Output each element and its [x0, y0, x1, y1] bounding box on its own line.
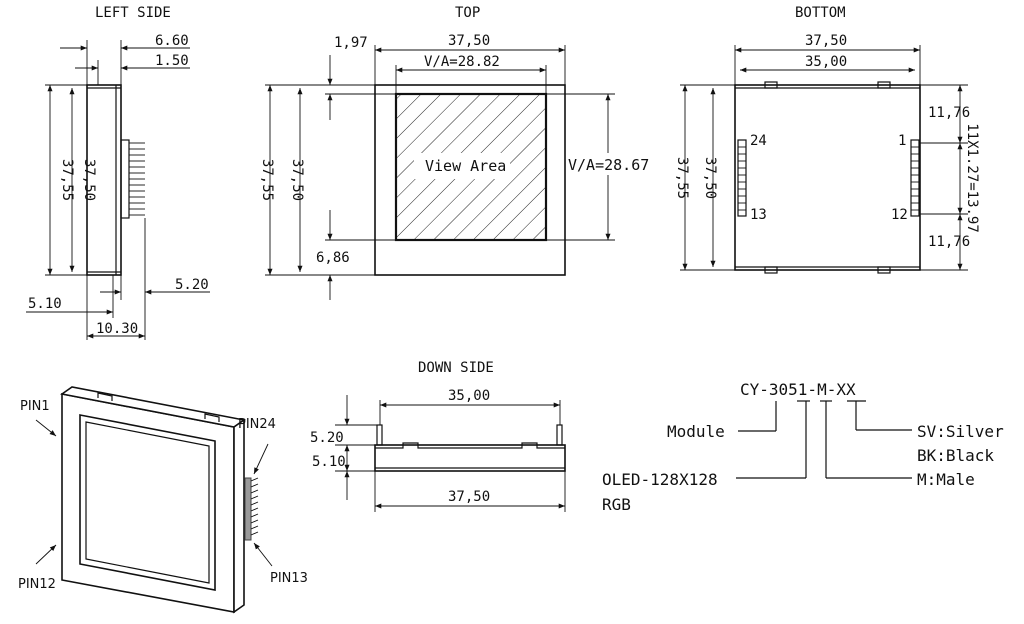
iso-pin12-label: PIN12 — [18, 577, 56, 592]
left-side-body — [86, 84, 122, 276]
bottom-dim-11-76-bottom: 11,76 — [928, 234, 970, 250]
down-side-body — [374, 444, 566, 472]
part-sv-label: SV:Silver — [917, 422, 1004, 441]
bottom-pin-13: 13 — [750, 207, 767, 223]
bottom-pin-1: 1 — [898, 133, 906, 149]
down-side-view: DOWN SIDE 35,00 37,50 5.20 5.10 — [310, 360, 566, 512]
iso-pin1-label: PIN1 — [20, 399, 50, 414]
down-side-pin-left — [376, 424, 383, 446]
iso-view: PIN1 PIN12 PIN24 PIN13 — [18, 386, 308, 614]
left-dim-37-50: 37,50 — [81, 159, 97, 201]
top-dim-37-50: 37,50 — [448, 33, 490, 49]
iso-pins — [244, 477, 259, 541]
bottom-dim-pitch: 11X1.27=13.97 — [964, 123, 980, 233]
iso-pin13-label: PIN13 — [270, 571, 308, 586]
bottom-pin-marks — [738, 146, 919, 211]
down-side-title: DOWN SIDE — [418, 360, 494, 376]
iso-pin24-label: PIN24 — [238, 417, 276, 432]
top-title: TOP — [455, 5, 480, 21]
bottom-pin-24: 24 — [750, 133, 767, 149]
bottom-dim-35-00: 35,00 — [805, 54, 847, 70]
bottom-connector-right — [910, 139, 920, 217]
bottom-connector-left — [737, 139, 747, 217]
top-dim-37-55: 37,55 — [259, 159, 275, 201]
down-dim-5-10: 5.10 — [312, 454, 346, 470]
bottom-dim-37-55: 37,55 — [674, 157, 690, 199]
left-side-connector — [120, 139, 130, 219]
iso-screen — [79, 414, 216, 591]
bottom-pin-12: 12 — [891, 207, 908, 223]
bottom-view: BOTTOM 24 13 1 12 37,50 — [674, 5, 980, 274]
down-dim-37-50: 37,50 — [448, 489, 490, 505]
left-dim-5-20: 5.20 — [175, 277, 209, 293]
down-dim-5-20: 5.20 — [310, 430, 344, 446]
top-dim-va-height: V/A=28.67 — [568, 156, 649, 174]
part-bk-label: BK:Black — [917, 446, 994, 465]
top-dim-va-width: V/A=28.82 — [424, 54, 500, 70]
left-dim-5-10: 5.10 — [28, 296, 62, 312]
left-side-pins — [129, 142, 145, 216]
view-area-label: View Area — [425, 157, 506, 175]
top-view: TOP View Area 37,50 V/A=28.82 V/A=28.67 … — [259, 5, 658, 300]
top-dim-37-50: 37,50 — [289, 159, 305, 201]
left-dim-37-55: 37,55 — [59, 159, 75, 201]
left-side-title: LEFT SIDE — [95, 5, 171, 21]
bottom-dim-37-50: 37,50 — [702, 157, 718, 199]
left-dim-1-50: 1.50 — [155, 53, 189, 69]
left-dim-10-30: 10.30 — [96, 321, 138, 337]
down-side-pin-right — [556, 424, 563, 446]
bottom-title: BOTTOM — [795, 5, 846, 21]
part-oled-label: OLED-128X128 — [602, 470, 718, 489]
part-m-label: M:Male — [917, 470, 975, 489]
left-side-view: LEFT SIDE 6.60 1 — [26, 5, 210, 340]
bottom-body — [734, 84, 921, 271]
left-dim-6-60: 6.60 — [155, 33, 189, 49]
part-number-legend: CY-3051-M-XX Module OLED-128X128 RGB SV:… — [602, 380, 1004, 514]
bottom-dim-11-76-top: 11,76 — [928, 105, 970, 121]
part-module-label: Module — [667, 422, 725, 441]
part-rgb-label: RGB — [602, 495, 631, 514]
down-dim-35-00: 35,00 — [448, 388, 490, 404]
bottom-dim-37-50: 37,50 — [805, 33, 847, 49]
top-dim-1-97: 1,97 — [334, 35, 368, 51]
part-number-code: CY-3051-M-XX — [740, 380, 856, 399]
top-dim-6-86: 6,86 — [316, 250, 350, 266]
